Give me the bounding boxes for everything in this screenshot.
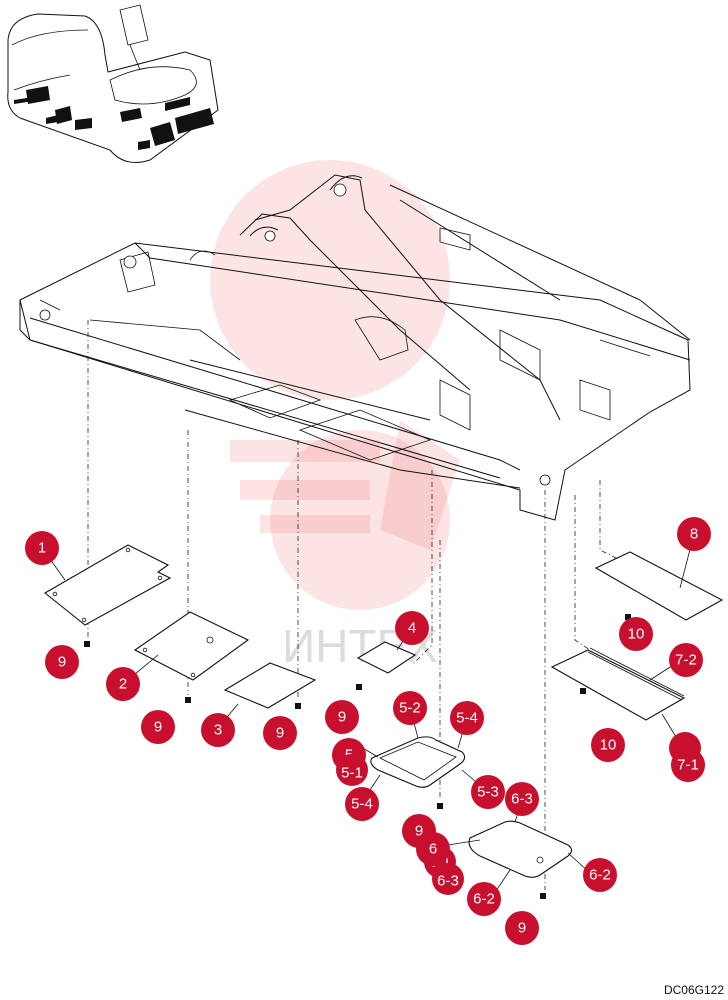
svg-text:4: 4 (408, 620, 416, 637)
watermark-logo (210, 160, 460, 610)
callout-9-d: 9 (325, 700, 359, 734)
callout-2: 2 (106, 667, 140, 701)
svg-text:6: 6 (429, 841, 437, 858)
svg-text:7-1: 7-1 (677, 757, 699, 774)
svg-text:3: 3 (214, 722, 222, 739)
callout-6-3-lower: 6-3 (432, 863, 464, 895)
callout-1: 1 (25, 531, 59, 565)
bolts (84, 614, 631, 899)
cover-plate-4 (356, 641, 417, 674)
callout-5-1: 5-1 (336, 754, 368, 786)
svg-text:2: 2 (119, 676, 127, 693)
cover-plate-7 (550, 647, 686, 721)
callout-5-4-lower: 5-4 (345, 787, 379, 821)
svg-text:6-3: 6-3 (437, 873, 459, 890)
svg-text:8: 8 (690, 526, 698, 543)
callout-6-2-lower: 6-2 (467, 882, 501, 916)
callout-7-1: 7-1 (671, 748, 705, 782)
svg-text:1: 1 (38, 540, 46, 557)
svg-text:9: 9 (276, 725, 284, 742)
drawing-code-label: DC06G122 (663, 983, 724, 997)
machine-thumbnail (7, 4, 219, 163)
cover-plate-6 (468, 820, 573, 878)
svg-text:10: 10 (600, 737, 617, 754)
svg-text:6-3: 6-3 (511, 791, 533, 808)
svg-text:5-1: 5-1 (341, 765, 363, 782)
svg-text:9: 9 (154, 719, 162, 736)
callout-9-a: 9 (45, 645, 79, 679)
callout-9-e: 9 (402, 814, 436, 848)
callout-9-f: 9 (505, 911, 539, 945)
cover-plate-1 (44, 544, 172, 626)
svg-text:9: 9 (58, 654, 66, 671)
callout-3: 3 (201, 713, 235, 747)
svg-text:9: 9 (415, 823, 423, 840)
callout-5-3: 5-3 (471, 775, 505, 809)
svg-text:10: 10 (628, 626, 645, 643)
callout-8: 8 (677, 517, 711, 551)
callout-6-3-upper: 6-3 (505, 782, 539, 816)
svg-text:5-4: 5-4 (351, 796, 373, 813)
callout-10-a: 10 (619, 617, 653, 651)
cover-plate-3 (223, 662, 317, 709)
callout-6-2-right: 6-2 (583, 858, 617, 892)
callout-7-2: 7-2 (669, 643, 703, 677)
svg-text:6-2: 6-2 (473, 891, 495, 908)
svg-text:9: 9 (518, 920, 526, 937)
cover-plate-2 (133, 611, 250, 681)
callout-9-c: 9 (263, 716, 297, 750)
watermark: ИНТЕХ (210, 160, 460, 672)
svg-text:9: 9 (338, 709, 346, 726)
svg-text:6-2: 6-2 (589, 867, 611, 884)
callouts: 1 2 3 4 5 5-1 5-2 5-3 5-4 5-4 6-1 6 6-3 … (25, 517, 711, 945)
callout-5-2: 5-2 (393, 691, 427, 725)
svg-text:5-4: 5-4 (456, 710, 478, 727)
svg-text:7-2: 7-2 (675, 652, 697, 669)
callout-4: 4 (395, 611, 429, 645)
svg-text:5-3: 5-3 (477, 784, 499, 801)
cover-plate-8 (594, 551, 724, 621)
main-frame (19, 174, 691, 521)
callout-10-b: 10 (591, 728, 625, 762)
cover-plate-5 (370, 736, 466, 788)
svg-text:5-2: 5-2 (399, 700, 421, 717)
callout-9-b: 9 (141, 710, 175, 744)
callout-5-4-upper: 5-4 (450, 701, 484, 735)
